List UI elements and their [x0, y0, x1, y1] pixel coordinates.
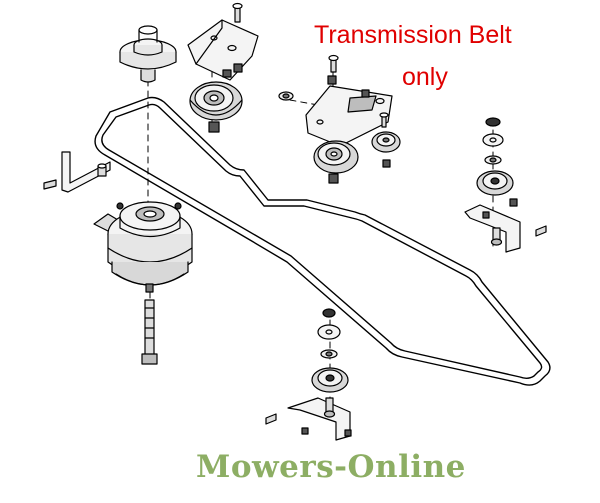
- center-idler-pulley: [313, 140, 359, 184]
- center-idler-bracket: [278, 54, 393, 147]
- transmission-belt-callout-note: only: [402, 63, 448, 91]
- top-idler-pulley: [189, 81, 243, 133]
- clutch-bolt: [141, 283, 158, 365]
- transmission-belt: [94, 96, 551, 386]
- top-left-pulley: [119, 25, 177, 83]
- center-right-pulley: [371, 131, 401, 168]
- left-bracket: [43, 151, 111, 193]
- transmission-belt-callout: Transmission Belt: [314, 21, 512, 49]
- mowers-online-watermark: Mowers-Online: [196, 449, 466, 485]
- pto-clutch: [93, 201, 193, 286]
- right-idler-stack: [464, 117, 547, 253]
- top-idler-bracket: [187, 2, 259, 81]
- bottom-idler-stack: [265, 308, 352, 441]
